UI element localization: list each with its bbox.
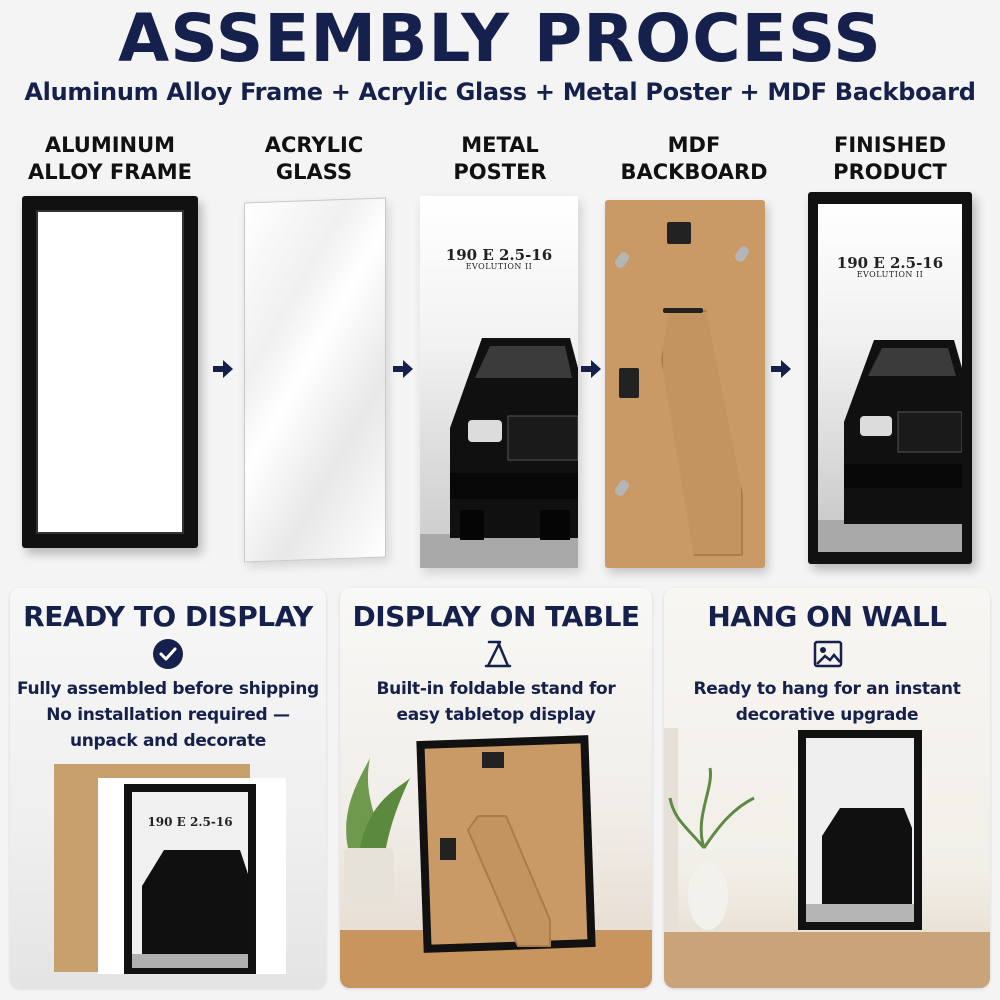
step-label-line: METAL [461,133,539,157]
screw-icon [613,478,631,498]
card-line: Built-in foldable stand for [376,679,616,699]
poster-mini-title: 190 E 2.5-16 [147,815,232,829]
poster-title: 190 E 2.5-16 [836,254,944,272]
card-display-on-table: DISPLAY ON TABLE Built-in foldable stand… [340,588,652,988]
mdf-backboard-image [605,200,765,568]
acrylic-glass-image [244,197,386,563]
table-display-illustration [340,735,652,988]
card-line: easy tabletop display [396,705,596,725]
foldable-stand [661,310,743,556]
card-title: READY TO DISPLAY [23,600,313,633]
card-ready-to-display: READY TO DISPLAY Fully assembled before … [10,588,326,988]
packaged-frame-illustration: 190 E 2.5-16 [54,764,286,974]
side-clip-icon [619,368,639,398]
card-line: Fully assembled before shipping [17,679,319,699]
page-title: ASSEMBLY PROCESS [118,0,882,77]
card-description: Built-in foldable stand for easy tableto… [340,676,652,728]
step-label-line: GLASS [275,160,353,184]
finished-product-image: 190 E 2.5-16 EVOLUTION II [808,192,972,564]
step-label-line: MDF [667,133,721,157]
stand-hinge [663,308,703,313]
card-line: unpack and decorate [69,731,267,751]
framed-poster: 190 E 2.5-16 EVOLUTION II [818,204,962,552]
aluminum-frame-image [22,196,198,548]
poster-subtitle: EVOLUTION II [856,270,924,279]
step-label-finished: FINISHED PRODUCT [800,132,980,186]
card-line: Ready to hang for an instant [693,679,961,699]
arrow-right-icon [578,356,604,382]
page-subtitle: Aluminum Alloy Frame + Acrylic Glass + M… [24,78,976,106]
arrow-right-icon [768,356,794,382]
poster-caption: 190 E 2.5-16 EVOLUTION II [818,256,962,280]
picture-icon [812,638,844,670]
car-illustration [420,338,578,568]
card-description: Ready to hang for an instant decorative … [664,676,990,728]
card-hang-on-wall: HANG ON WALL Ready to hang for an instan… [664,588,990,988]
step-label-line: FINISHED [833,133,947,157]
poster-title: 190 E 2.5-16 [445,246,553,264]
card-title: HANG ON WALL [707,600,947,633]
step-label-poster: METAL POSTER [410,132,590,186]
step-label-acrylic: ACRYLIC GLASS [224,132,404,186]
step-label-line: BACKBOARD [620,160,768,184]
arrow-right-icon [210,356,236,382]
step-label-backboard: MDF BACKBOARD [604,132,784,186]
hanger-clip-icon [667,222,691,244]
step-label-frame: ALUMINUM ALLOY FRAME [20,132,200,186]
step-label-line: POSTER [453,160,547,184]
frame-opening [36,210,184,534]
step-label-line: ALLOY FRAME [28,160,192,184]
step-label-line: ALUMINUM [44,133,176,157]
metal-poster-image: 190 E 2.5-16 EVOLUTION II [420,196,578,568]
poster-caption: 190 E 2.5-16 EVOLUTION II [420,248,578,272]
card-line: decorative upgrade [735,705,919,725]
screw-icon [613,250,631,270]
step-label-line: ACRYLIC [264,133,364,157]
card-title: DISPLAY ON TABLE [352,600,640,633]
wall-display-illustration [664,728,990,988]
screw-icon [733,244,751,264]
card-description: Fully assembled before shipping No insta… [10,676,326,754]
check-circle-icon [152,638,184,670]
easel-stand-icon [480,638,512,670]
step-label-line: PRODUCT [833,160,947,184]
card-line: No installation required — [46,705,290,725]
arrow-right-icon [390,356,416,382]
car-illustration [818,340,962,552]
poster-subtitle: EVOLUTION II [465,262,533,271]
